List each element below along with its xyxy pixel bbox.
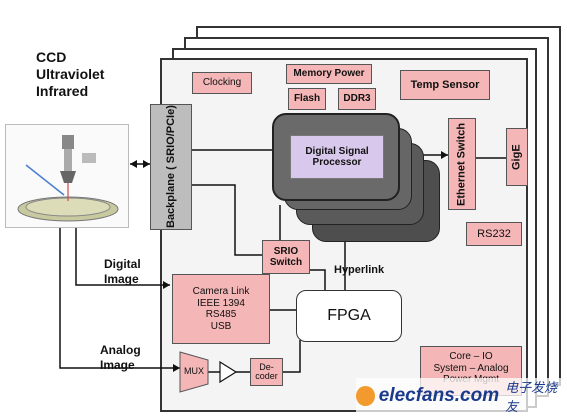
ccd-label: CCD — [36, 49, 67, 65]
watermark-logo-icon — [356, 386, 375, 406]
camera-illustration — [17, 135, 119, 222]
decoder-line2: coder — [255, 371, 278, 381]
analog-image-label: Image — [100, 358, 135, 372]
dsp-block: Digital Signal Processor — [272, 113, 400, 201]
clocking-block: Clocking — [192, 72, 252, 94]
core-io-line1: Core – IO — [449, 351, 493, 362]
ultraviolet-label: Ultraviolet — [36, 66, 105, 82]
digital-label: Digital — [104, 257, 141, 271]
hyperlink-label: Hyperlink — [334, 264, 385, 276]
dsp-line1: Digital Signal — [305, 146, 369, 157]
usb-text: USB — [210, 320, 232, 332]
analog-label: Analog — [100, 343, 141, 357]
rs485-text: RS485 — [205, 309, 237, 320]
ethernet-switch-label: Ethernet Switch — [455, 122, 468, 206]
flash-block: Flash — [288, 88, 326, 110]
backplane-label: Backplane ( SRIO/PCIe) — [165, 105, 177, 229]
watermark: elecfans.com 电子发烧友 — [356, 378, 566, 414]
mux-label: MUX — [184, 366, 204, 376]
watermark-site: elecfans.com — [378, 385, 500, 406]
temp-sensor-block: Temp Sensor — [400, 70, 490, 100]
core-io-line2: System – Analog — [433, 362, 509, 374]
camera-link-block: Camera Link IEEE 1394 RS485 USB — [172, 274, 270, 344]
ethernet-switch-block: Ethernet Switch — [448, 118, 476, 210]
ieee1394-text: IEEE 1394 — [197, 297, 245, 309]
infrared-label: Infrared — [36, 83, 89, 99]
backplane-block: Backplane ( SRIO/PCIe) — [150, 104, 192, 230]
fpga-block: FPGA — [296, 290, 402, 342]
srio-switch-block: SRIO Switch — [262, 240, 310, 274]
srio-line2: Switch — [269, 257, 303, 268]
ddr3-block: DDR3 — [338, 88, 376, 110]
srio-line1: SRIO — [273, 245, 299, 257]
camera-apparatus-image — [5, 124, 129, 228]
watermark-chinese: 电子发烧友 — [505, 380, 558, 414]
camera-link-text: Camera Link — [192, 286, 250, 297]
dsp-inner-label: Digital Signal Processor — [290, 135, 384, 179]
dsp-line2: Processor — [312, 157, 362, 168]
gige-label: GigE — [510, 144, 523, 170]
memory-power-block: Memory Power — [286, 64, 372, 84]
digital-image-label: Image — [104, 272, 139, 286]
gige-block: GigE — [506, 128, 528, 186]
decoder-line1: De- — [259, 361, 274, 372]
decoder-block: De- coder — [250, 358, 283, 386]
rs232-block: RS232 — [466, 222, 522, 246]
